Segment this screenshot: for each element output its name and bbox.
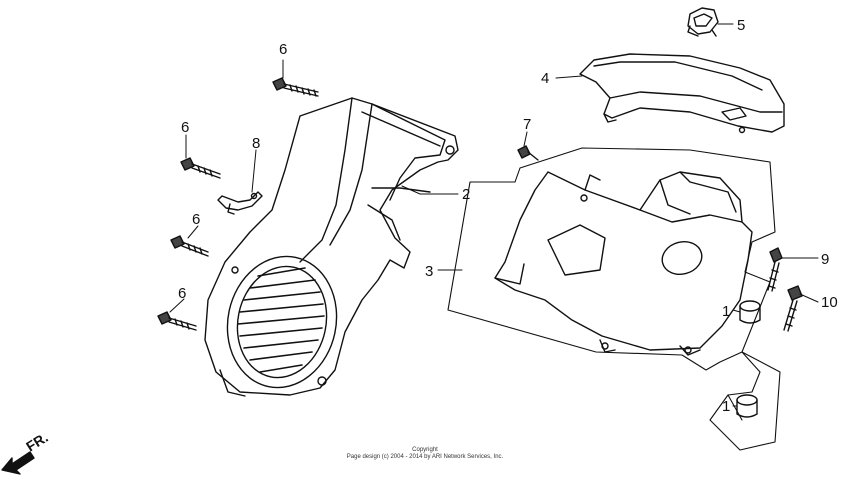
callout-5: 5 (737, 17, 745, 34)
leader-lines (169, 23, 819, 407)
rubber-mount-part (687, 7, 719, 37)
callout-8: 8 (252, 135, 260, 152)
copyright-line-2: Page design (c) 2004 - 2014 by ARI Netwo… (346, 454, 504, 460)
callout-7: 7 (523, 116, 531, 133)
callout-labels: 6 6 6 6 8 2 3 4 5 7 9 10 1 1 FR. (23, 17, 838, 455)
bolt-part-6-lower (157, 311, 197, 331)
bolt-part-10 (783, 285, 803, 332)
bolt-part-6-middle (170, 235, 209, 257)
shroud-cover-part (579, 53, 785, 134)
callout-10: 10 (821, 294, 838, 311)
clip-part (217, 191, 263, 215)
callout-4: 4 (541, 70, 549, 87)
cylinder-cover-part (494, 171, 753, 356)
callout-1-upper: 1 (722, 303, 730, 320)
screw-part-7 (517, 145, 539, 161)
copyright-notice: Copyright Page design (c) 2004 - 2014 by… (0, 447, 850, 461)
callout-6-top: 6 (279, 41, 287, 58)
callout-6-middle: 6 (192, 211, 200, 228)
collar-part-upper (739, 300, 761, 324)
bolt-part-6-upper-left (180, 157, 221, 179)
fan-cover-part (204, 97, 459, 397)
front-direction-arrow-icon (1, 451, 35, 475)
callout-6-lower: 6 (178, 285, 186, 302)
callout-3: 3 (425, 263, 433, 280)
callout-6-upper-left: 6 (181, 119, 189, 136)
collar-part-lower (736, 394, 758, 418)
bolt-part-9 (767, 247, 783, 292)
callout-2: 2 (462, 186, 470, 203)
callout-1-lower: 1 (722, 398, 730, 415)
bolt-part-6-top (272, 77, 319, 97)
callout-9: 9 (821, 251, 829, 268)
copyright-line-1: Copyright (412, 447, 438, 453)
